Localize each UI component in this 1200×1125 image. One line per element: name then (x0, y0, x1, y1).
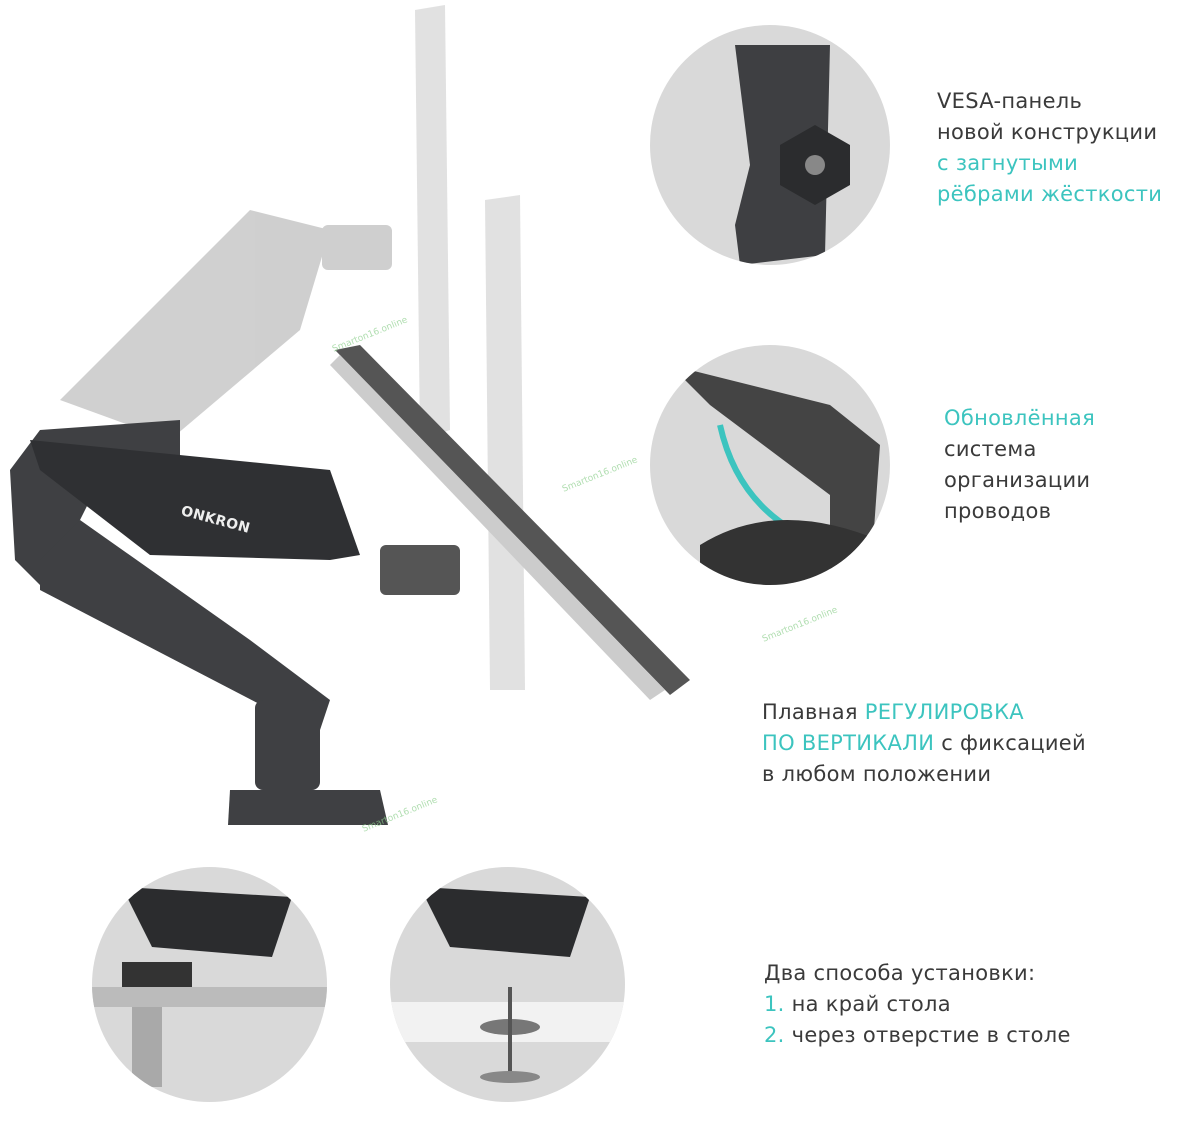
install-option: на край стола (791, 992, 951, 1016)
grommet-mount-closeup (390, 867, 625, 1102)
vesa-line: VESA-панель (937, 89, 1083, 113)
cable-line: система (944, 437, 1037, 461)
vesa-line: новой конструкции (937, 120, 1158, 144)
install-number: 1. (764, 992, 785, 1016)
adjust-text: Плавная (762, 700, 865, 724)
install-title: Два способа установки: (764, 961, 1036, 985)
cable-line: проводов (944, 499, 1052, 523)
adjust-text: в любом положении (762, 762, 992, 786)
cable-line: организации (944, 468, 1091, 492)
vesa-line-accent: рёбрами жёсткости (937, 182, 1163, 206)
adjust-accent: РЕГУЛИРОВКА (864, 700, 1024, 724)
adjustment-feature-text: Плавная РЕГУЛИРОВКА ПО ВЕРТИКАЛИ с фикса… (762, 697, 1086, 790)
cable-management-closeup (650, 345, 890, 585)
vesa-line-accent: с загнутыми (937, 151, 1079, 175)
desk-clamp-closeup (92, 867, 327, 1102)
cable-feature-text: Обновлённая система организации проводов (944, 403, 1095, 527)
vesa-plate-closeup (650, 25, 890, 265)
install-option: через отверстие в столе (791, 1023, 1071, 1047)
adjust-accent: ПО ВЕРТИКАЛИ (762, 731, 935, 755)
vesa-feature-text: VESA-панель новой конструкции с загнутым… (937, 86, 1162, 210)
install-feature-text: Два способа установки: 1. на край стола … (764, 958, 1071, 1051)
install-number: 2. (764, 1023, 785, 1047)
adjust-text: с фиксацией (934, 731, 1086, 755)
cable-line-accent: Обновлённая (944, 406, 1096, 430)
